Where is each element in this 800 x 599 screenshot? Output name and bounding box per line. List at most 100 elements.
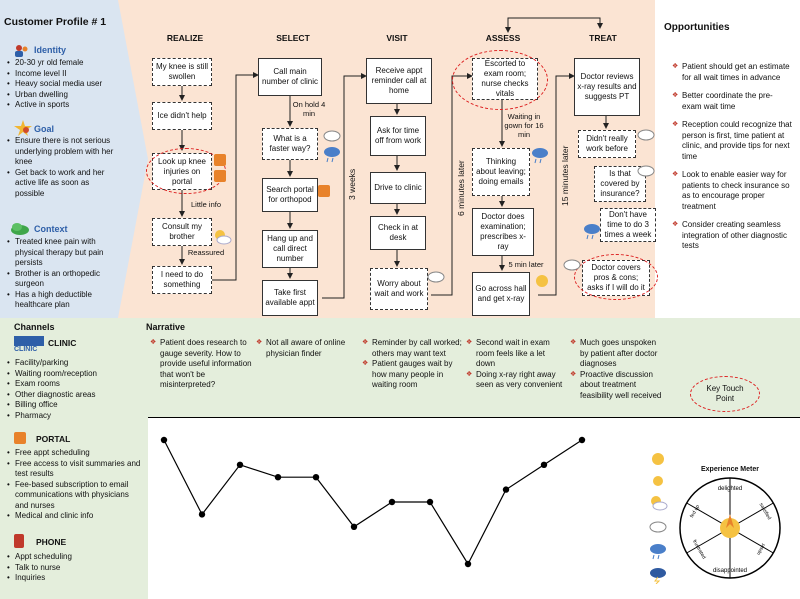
- visit-step-2: Ask for time off from work: [370, 116, 426, 156]
- experience-point: [160, 436, 168, 444]
- cloud-icon: [636, 126, 656, 144]
- opportunities-title: Opportunities: [664, 22, 730, 33]
- experience-point: [426, 498, 434, 506]
- channels-title: Channels: [14, 322, 55, 332]
- gap-label-15-minutes: 15 minutes later: [560, 145, 570, 206]
- visit-step-4: Check in at desk: [370, 216, 426, 250]
- realize-step-4: Consult my brother: [152, 218, 212, 246]
- select-step-4: Hang up and call direct number: [262, 230, 318, 268]
- realize-label-little-info: Little info: [190, 200, 222, 209]
- context-label: Context: [34, 224, 68, 234]
- phone-label: PHONE: [36, 537, 67, 547]
- clinic-icon: [14, 336, 44, 346]
- meter-segment-upset: upset: [755, 542, 767, 556]
- cloud-icon: [636, 162, 656, 180]
- experience-line-chart: [160, 436, 586, 568]
- sun-cloud-icon: [212, 228, 232, 246]
- realize-step-1: My knee is still swollen: [152, 58, 212, 86]
- opportunity-item: Consider creating seamless integration o…: [672, 220, 792, 252]
- treat-step-2: Didn't really work before: [578, 130, 636, 158]
- assess-step-3: Doctor does examination; prescribes x-ra…: [472, 208, 534, 256]
- narrative-column-3: Reminder by call worked; others may want…: [362, 338, 462, 391]
- phone-icon: [14, 534, 24, 548]
- opportunity-item: Patient should get an estimate for all w…: [672, 62, 792, 83]
- key-touch-point-marker: [452, 50, 548, 110]
- gap-label-3-weeks: 3 weeks: [347, 168, 357, 200]
- opportunity-item: Look to enable easier way for patients t…: [672, 170, 792, 212]
- experience-point: [198, 511, 206, 518]
- rain-cloud-icon: [322, 145, 342, 163]
- visit-step-1: Receive appt reminder call at home: [366, 58, 432, 104]
- assess-step-4: Go across hall and get x-ray: [472, 272, 530, 316]
- rain-cloud-icon: [582, 222, 602, 240]
- clinic-label: CLINIC: [48, 338, 77, 348]
- identity-item: Heavy social media user: [6, 79, 124, 90]
- narrative-item: Patient does research to gauge severity.…: [150, 338, 254, 391]
- identity-item: Active in sports: [6, 100, 124, 111]
- goal-item: Ensure there is not serious underlying p…: [6, 136, 118, 168]
- select-label-on-hold: On hold 4 min: [292, 100, 326, 118]
- profile-arrow-tip: [118, 0, 148, 318]
- narrative-item: Reminder by call worked; others may want…: [362, 338, 462, 359]
- visit-step-3: Drive to clinic: [370, 172, 426, 204]
- cloud-icon: [426, 268, 446, 286]
- context-item: Brother is an orthopedic surgeon: [6, 269, 118, 290]
- key-touch-point-label: Key Touch Point: [706, 384, 744, 403]
- clinic-item: Waiting room/reception: [6, 369, 136, 380]
- context-item: Has a high deductible healthcare plan: [6, 290, 118, 311]
- narrative-column-5: Much goes unspoken by patient after doct…: [570, 338, 666, 401]
- goal-icon: [14, 120, 32, 141]
- cloud-icon: [648, 518, 668, 536]
- phone-item: Appt scheduling: [6, 552, 136, 563]
- clinic-item: Facility/parking: [6, 358, 136, 369]
- portal-item: Fee-based subscription to email communic…: [6, 480, 142, 512]
- profile-title: Customer Profile # 1: [4, 16, 107, 28]
- experience-meter-title: Experience Meter: [701, 466, 759, 473]
- identity-icon: [14, 44, 28, 58]
- narrative-item: Proactive discussion about treatment fea…: [570, 370, 666, 402]
- goal-label: Goal: [34, 124, 55, 134]
- experience-point: [464, 560, 472, 568]
- clinic-item: Pharmacy: [6, 411, 136, 422]
- narrative-column-4: Second wait in exam room feels like a le…: [466, 338, 566, 391]
- experience-point: [540, 461, 548, 468]
- experience-point: [350, 523, 358, 530]
- portal-icon: [214, 170, 226, 182]
- stage-treat: TREAT: [589, 33, 617, 43]
- realize-label-reassured: Reassured: [187, 248, 225, 257]
- experience-meter: delighted satisfied disappointed upset f…: [679, 477, 781, 579]
- stage-assess: ASSESS: [485, 33, 521, 43]
- key-touch-point-legend: [690, 376, 760, 412]
- portal-item: Free appt scheduling: [6, 448, 142, 459]
- experience-point: [236, 461, 244, 468]
- identity-label: Identity: [34, 45, 67, 55]
- experience-point: [274, 474, 282, 481]
- treat-step-4: Don't have time to do 3 times a week: [600, 208, 656, 242]
- sun-icon: [532, 272, 552, 290]
- rain-cloud-icon: [530, 146, 550, 164]
- experience-line: [163, 439, 583, 566]
- realize-step-2: Ice didn't help: [152, 102, 212, 130]
- storm-cloud-icon: [648, 566, 668, 585]
- experience-point: [388, 498, 396, 506]
- experience-point: [502, 486, 510, 493]
- clinic-logo-text: CLINIC: [14, 346, 38, 353]
- key-touch-point-marker: [574, 254, 658, 300]
- rain-cloud-icon: [648, 542, 668, 560]
- portal-label: PORTAL: [36, 434, 71, 444]
- portal-icon: [214, 154, 226, 166]
- sun-icon: [648, 472, 668, 490]
- phone-list: Appt scheduling Talk to nurse Inquiries: [6, 552, 136, 584]
- portal-item: Free access to visit summaries and test …: [6, 459, 142, 480]
- narrative-item: Not all aware of online physician finder: [256, 338, 356, 359]
- phone-item: Inquiries: [6, 573, 136, 584]
- portal-icon: [14, 432, 26, 444]
- clinic-item: Exam rooms: [6, 379, 136, 390]
- sun-icon: [648, 450, 668, 468]
- stage-select: SELECT: [276, 33, 310, 43]
- stage-visit: VISIT: [386, 33, 408, 43]
- assess-step-2: Thinking about leaving; doing emails: [472, 148, 530, 196]
- select-step-3: Search portal for orthopod: [262, 178, 318, 212]
- goal-item: Get back to work and her active life as …: [6, 168, 118, 200]
- context-icon: [10, 222, 30, 241]
